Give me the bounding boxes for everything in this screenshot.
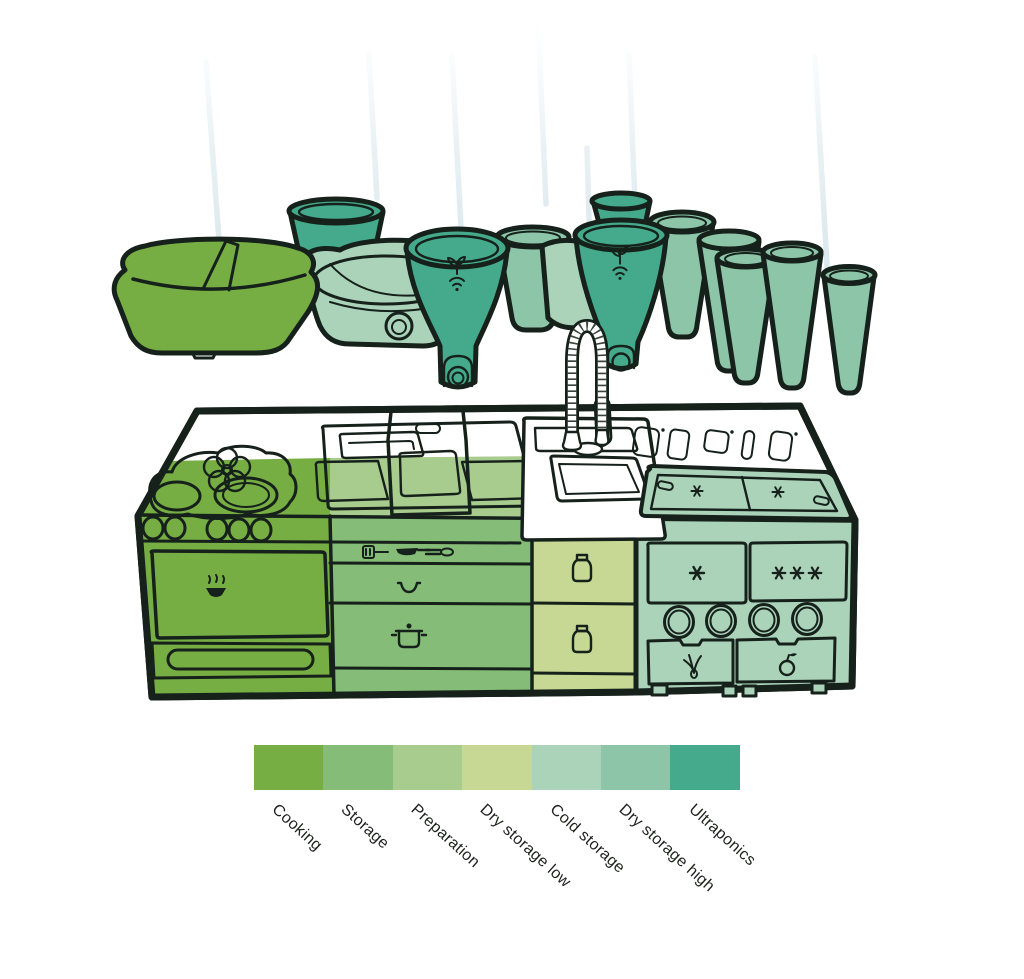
clover-burner-icon xyxy=(202,446,252,493)
legend-swatch-dry-storage-low xyxy=(462,745,532,790)
legend-swatch-storage xyxy=(323,745,393,790)
legend-swatch-cooking xyxy=(254,745,324,790)
pot-icon xyxy=(390,623,428,649)
light-beam xyxy=(203,59,222,243)
cooking-zone xyxy=(141,444,333,680)
freezer-door-right xyxy=(748,540,849,603)
storage-cone-cluster xyxy=(696,228,878,396)
dry-storage-low-zone xyxy=(530,553,638,676)
legend-swatch-dry-storage-high xyxy=(600,745,671,790)
masher-icon xyxy=(362,545,389,559)
sink-back-tray xyxy=(533,426,639,453)
legend-swatch-preparation xyxy=(392,745,463,790)
light-beam xyxy=(366,51,380,201)
bowl-icon xyxy=(396,581,422,594)
cold-storage-zone xyxy=(631,426,853,698)
freezer-door-left xyxy=(646,541,748,605)
light-beam xyxy=(812,54,832,303)
kitchen-island xyxy=(134,402,859,701)
ultraponics-funnel-1 xyxy=(403,226,511,390)
legend-swatch-ultraponics xyxy=(670,745,740,790)
sink xyxy=(520,416,667,542)
zone-storage-front xyxy=(330,516,532,695)
oven-door xyxy=(149,549,330,640)
legend xyxy=(254,745,740,790)
veg-drawer-left xyxy=(646,638,735,686)
freezer-lid xyxy=(638,464,853,521)
ultraponics-funnel-2 xyxy=(572,217,670,372)
feet xyxy=(650,681,828,698)
hanging-units xyxy=(111,190,878,396)
raised-board xyxy=(386,405,472,517)
light-beam xyxy=(449,54,464,231)
tool-cutouts xyxy=(631,426,798,462)
storage-zone xyxy=(328,545,534,671)
tongs-icon xyxy=(424,547,454,557)
zone-cold-storage-front xyxy=(636,518,853,691)
herb-icon xyxy=(683,654,702,679)
veg-drawer-right xyxy=(735,636,837,684)
light-beam xyxy=(535,15,549,207)
radish-icon xyxy=(778,653,797,677)
steam-vent-icon xyxy=(206,574,226,597)
faucet-hose xyxy=(561,318,613,452)
sink-rim xyxy=(520,416,667,542)
oven-drawer-handle xyxy=(166,648,315,671)
hose-coupling xyxy=(561,430,583,452)
legend-swatch-cold-storage xyxy=(531,745,601,790)
cutting-board-left xyxy=(314,459,390,503)
oven-drawer xyxy=(150,641,333,680)
zone-cooking-top xyxy=(140,458,330,516)
zone-preparation-top xyxy=(330,456,548,517)
storage-basket xyxy=(111,236,321,360)
hose-coupling xyxy=(594,428,610,447)
